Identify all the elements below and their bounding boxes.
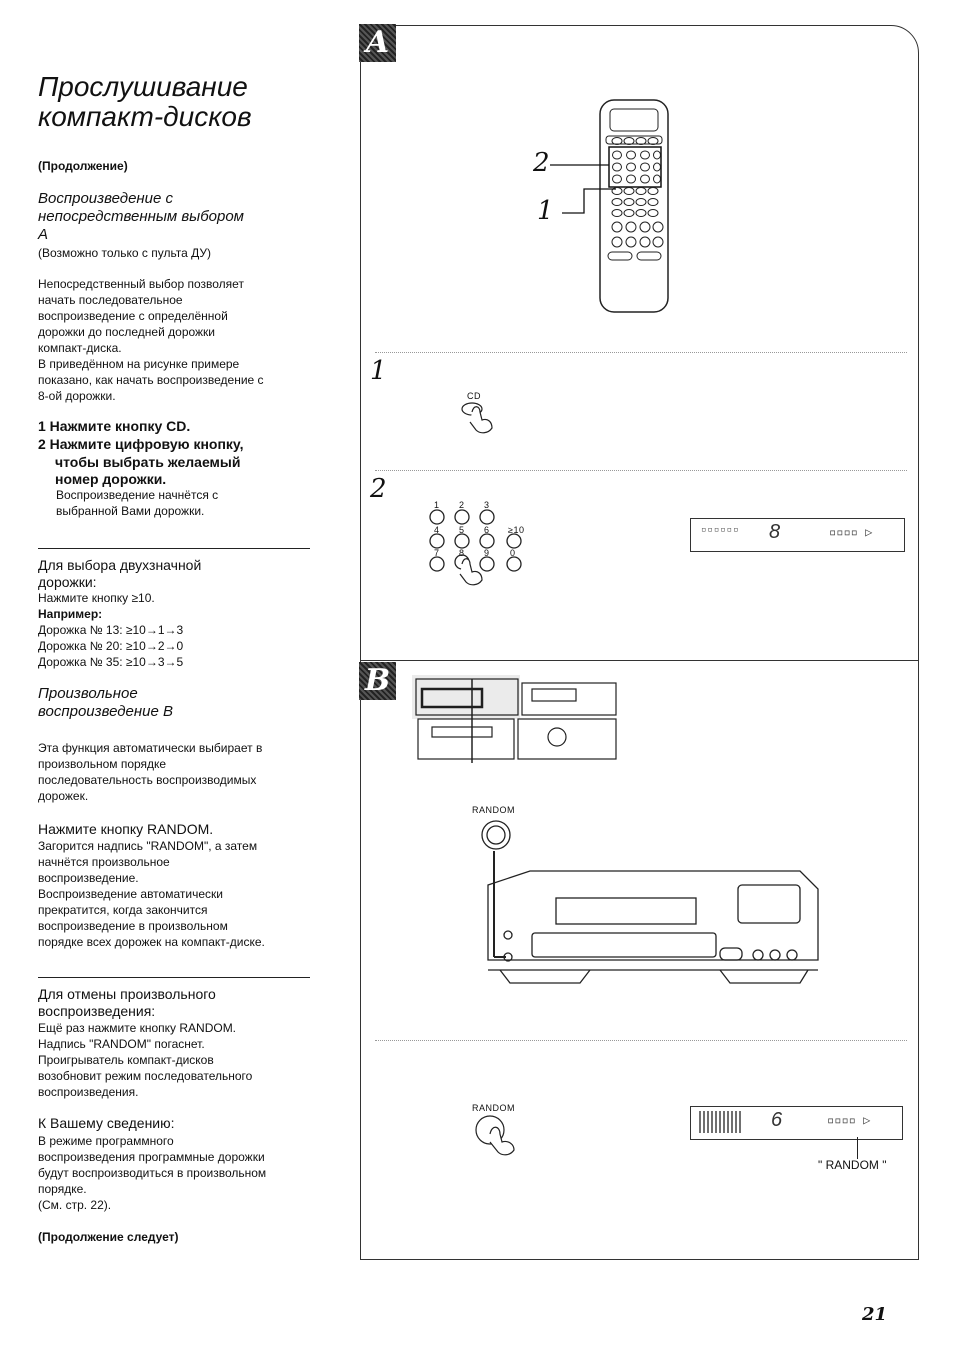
step-1-text: 1 Нажмите кнопку CD. <box>38 418 191 434</box>
display-track-8: ▫▫▫▫▫▫ 8 ▫▫▫▫ ▷ <box>690 518 905 552</box>
callout-1: 1 <box>537 196 554 226</box>
cd-button-label: CD <box>467 391 481 401</box>
dotted-separator-3 <box>375 1040 907 1041</box>
section-b-heading: Произвольное воспроизведение B <box>38 685 174 720</box>
info-heading: К Вашему сведению: <box>38 1115 175 1131</box>
dotted-separator <box>375 352 907 353</box>
to-be-continued: (Продолжение следует) <box>38 1230 179 1244</box>
step-2-desc: Воспроизведение начнётся с выбранной Вам… <box>56 488 219 518</box>
random-caption: " RANDOM " <box>818 1158 887 1172</box>
cd-player-illustration <box>481 820 819 984</box>
random-label-1: RANDOM <box>472 805 515 815</box>
cancel-body: Ещё раз нажмите кнопку RANDOM. Надпись "… <box>38 1021 253 1099</box>
page-number: 21 <box>862 1304 888 1325</box>
step-2-number: 2 <box>370 474 387 504</box>
section-a-heading: Воспроизведение с непосредственным выбор… <box>38 190 244 243</box>
display-random: 6 ▫▫▫▫ ▷ <box>690 1106 903 1159</box>
badge-a: A <box>359 24 396 62</box>
continued-label: (Продолжение) <box>38 159 128 173</box>
display-1-track-digit: 8 <box>769 521 781 543</box>
info-body: В режиме программного воспроизведения пр… <box>38 1134 267 1212</box>
random-label-2: RANDOM <box>472 1103 515 1113</box>
display-2-track-digit: 6 <box>771 1109 783 1131</box>
stereo-system-illustration <box>412 675 617 763</box>
title-line-1: Прослушивание <box>38 71 248 102</box>
section-a-note: (Возможно только с пульта ДУ) <box>38 246 212 260</box>
two-digit-heading: Для выбора двухзначной дорожки: <box>38 557 202 590</box>
step-1-number: 1 <box>370 356 387 386</box>
figure-panel <box>360 25 919 1260</box>
random-button-press-icon <box>475 1115 515 1156</box>
divider-rule <box>38 548 310 549</box>
dotted-separator-2 <box>375 470 907 471</box>
remote-control-illustration <box>550 99 669 313</box>
step-2-text: 2 Нажмите цифровую кнопку, чтобы выбрать… <box>38 436 244 487</box>
section-a-para1: Непосредственный выбор позволяет начать … <box>38 277 264 403</box>
section-b-para: Эта функция автоматически выбирает в про… <box>38 741 263 803</box>
cancel-heading: Для отмены произвольного воспроизведения… <box>38 986 216 1019</box>
divider-rule-2 <box>38 977 310 978</box>
callout-2: 2 <box>533 148 550 178</box>
numeric-keypad: 1 2 3 4 5 6 ≥10 7 8 9 0 <box>424 500 534 600</box>
page-title: Прослушивание компакт-дисков <box>38 72 338 132</box>
figure-divider <box>360 660 918 661</box>
badge-b: B <box>359 662 396 700</box>
cd-button-press-icon <box>461 402 493 434</box>
two-digit-body: Нажмите кнопку ≥10. Например: Дорожка № … <box>38 591 184 669</box>
random-desc: Загорится надпись "RANDOM", а затем начн… <box>38 839 265 949</box>
title-line-2: компакт-дисков <box>38 101 252 132</box>
random-press-text: Нажмите кнопку RANDOM. <box>38 821 214 837</box>
